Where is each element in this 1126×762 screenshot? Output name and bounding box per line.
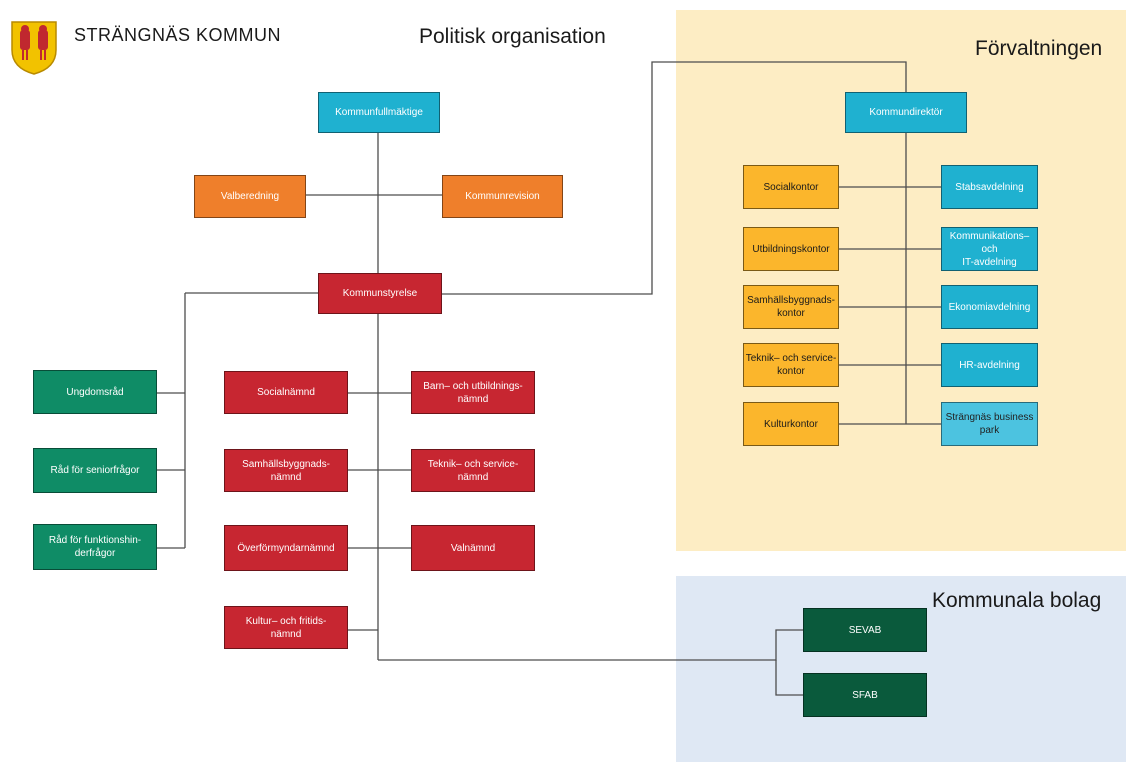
heading-politisk-organisation: Politisk organisation — [419, 25, 606, 48]
node-kommunrevision: Kommunrevision — [442, 175, 563, 218]
node-strangnas-business-park: Strängnäs business park — [941, 402, 1038, 446]
node-teknik-servicenamnd: Teknik– och service- nämnd — [411, 449, 535, 492]
node-samhallsbyggnadsnamnd: Samhällsbyggnads- nämnd — [224, 449, 348, 492]
node-overformyndarnamnd: Överförmyndarnämnd — [224, 525, 348, 571]
node-rad-funktionshinderfragor: Råd för funktionshin- derfrågor — [33, 524, 157, 570]
node-ekonomiavdelning: Ekonomiavdelning — [941, 285, 1038, 329]
node-kommunfullmaktige: Kommunfullmäktige — [318, 92, 440, 133]
node-valberedning: Valberedning — [194, 175, 306, 218]
heading-forvaltningen: Förvaltningen — [975, 37, 1103, 60]
node-utbildningskontor: Utbildningskontor — [743, 227, 839, 271]
node-socialnamnd: Socialnämnd — [224, 371, 348, 414]
node-stabsavdelning: Stabsavdelning — [941, 165, 1038, 209]
heading-kommunala-bolag: Kommunala bolag — [932, 589, 1102, 612]
kommunala-bolag-panel — [676, 576, 1126, 762]
municipality-name: STRÄNGNÄS KOMMUN — [74, 25, 282, 45]
node-hr-avdelning: HR-avdelning — [941, 343, 1038, 387]
node-teknik-servicekontor: Teknik– och service- kontor — [743, 343, 839, 387]
node-barn-utbildningsnamnd: Barn– och utbildnings- nämnd — [411, 371, 535, 414]
node-kommundirektor: Kommundirektör — [845, 92, 967, 133]
node-valnamnd: Valnämnd — [411, 525, 535, 571]
node-kommunikations-it-avdelning: Kommunikations– och IT-avdelning — [941, 227, 1038, 271]
node-samhallsbyggnadskontor: Samhällsbyggnads- kontor — [743, 285, 839, 329]
node-sevab: SEVAB — [803, 608, 927, 652]
node-rad-seniorfragor: Råd för seniorfrågor — [33, 448, 157, 493]
node-ungdomsrad: Ungdomsråd — [33, 370, 157, 414]
node-kultur-fritidsnamnd: Kultur– och fritids- nämnd — [224, 606, 348, 649]
node-kommunstyrelse: Kommunstyrelse — [318, 273, 442, 314]
node-sfab: SFAB — [803, 673, 927, 717]
node-kulturkontor: Kulturkontor — [743, 402, 839, 446]
node-socialkontor: Socialkontor — [743, 165, 839, 209]
coat-of-arms-logo — [11, 21, 57, 75]
